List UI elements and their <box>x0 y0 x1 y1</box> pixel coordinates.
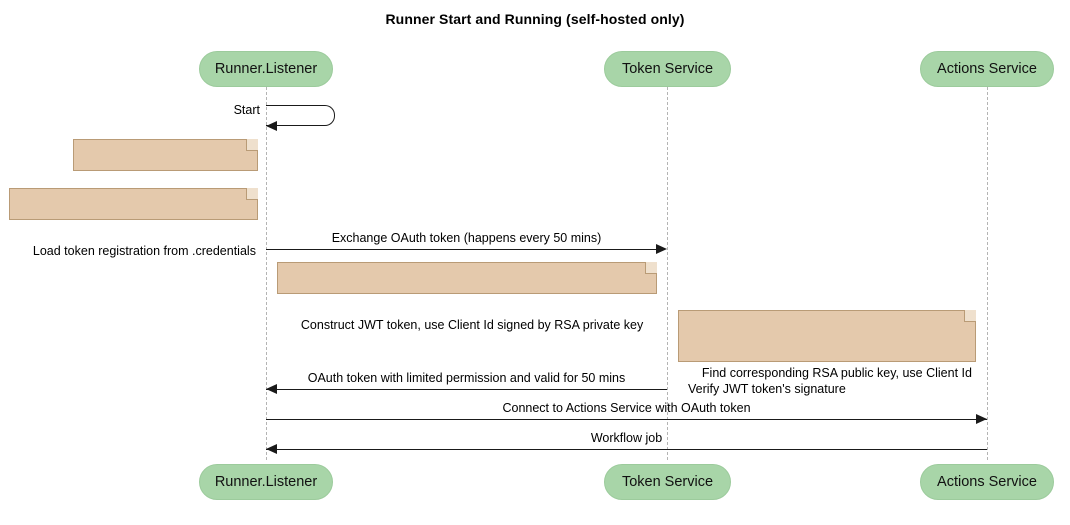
note-construct-jwt-token: Construct JWT token, use Client Id signe… <box>277 262 657 332</box>
participant-label: Token Service <box>621 474 714 490</box>
message-exchange-oauth-token-line <box>266 249 656 250</box>
participant-actions-service-bottom[interactable]: Actions Service <box>920 464 1054 500</box>
participant-token-service-top[interactable]: Token Service <box>604 51 731 87</box>
participant-token-service-bottom[interactable]: Token Service <box>604 464 731 500</box>
message-workflow-job-label: Workflow job <box>590 431 663 445</box>
participant-actions-service-top[interactable]: Actions Service <box>920 51 1054 87</box>
message-start-selfloop <box>266 105 335 126</box>
note-fold-icon <box>246 139 258 151</box>
message-start-arrowhead <box>266 120 277 131</box>
lifeline-runner <box>266 87 267 460</box>
message-start-label: Start <box>233 103 260 117</box>
message-workflow-job-arrowhead <box>266 443 277 454</box>
note-load-config-info: Load config info from .runner <box>73 139 258 209</box>
participant-label: Actions Service <box>937 61 1037 77</box>
participant-label: Runner.Listener <box>214 474 318 490</box>
participant-label: Runner.Listener <box>214 61 318 77</box>
message-connect-actions-service-label: Connect to Actions Service with OAuth to… <box>502 401 751 415</box>
lifeline-token <box>667 87 668 460</box>
participant-label: Token Service <box>621 61 714 77</box>
note-text: Construct JWT token, use Client Id signe… <box>300 318 644 332</box>
message-exchange-oauth-token-arrowhead <box>656 243 667 254</box>
message-oauth-token-reply-arrowhead <box>266 383 277 394</box>
message-connect-actions-service-arrowhead <box>976 413 987 424</box>
note-fold-icon <box>246 188 258 200</box>
message-connect-actions-service-line <box>266 419 987 420</box>
page-title: Runner Start and Running (self-hosted on… <box>385 11 685 27</box>
lifeline-actions <box>987 87 988 460</box>
message-oauth-token-reply-label: OAuth token with limited permission and … <box>307 371 626 385</box>
note-text: Load token registration from .credential… <box>32 244 256 258</box>
message-oauth-token-reply-line <box>266 389 667 390</box>
message-workflow-job-line <box>266 449 987 450</box>
note-text: Find corresponding RSA public key, use C… <box>688 366 972 396</box>
note-load-token-registration: Load token registration from .credential… <box>9 188 258 258</box>
message-exchange-oauth-token-label: Exchange OAuth token (happens every 50 m… <box>331 231 602 245</box>
participant-label: Actions Service <box>937 474 1037 490</box>
participant-runner-listener-bottom[interactable]: Runner.Listener <box>199 464 333 500</box>
note-fold-icon <box>964 310 976 322</box>
note-verify-jwt-token: Find corresponding RSA public key, use C… <box>678 310 976 396</box>
note-fold-icon <box>645 262 657 274</box>
participant-runner-listener-top[interactable]: Runner.Listener <box>199 51 333 87</box>
